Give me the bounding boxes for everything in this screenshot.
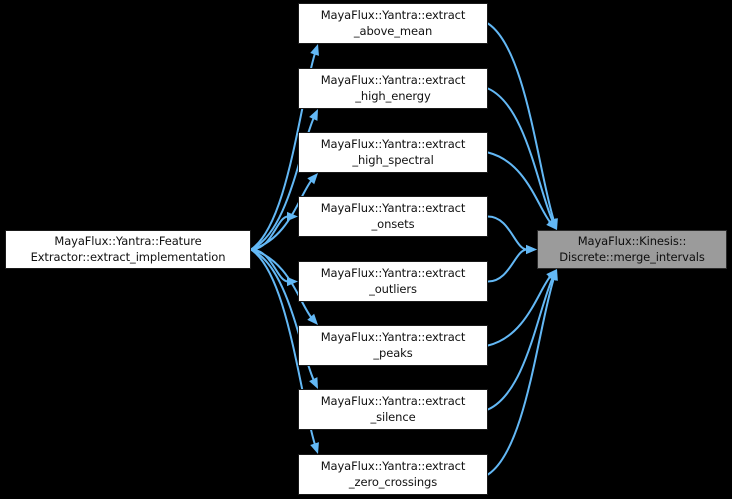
edge-line bbox=[487, 276, 554, 411]
edge-line bbox=[487, 277, 555, 476]
edge-line bbox=[487, 87, 554, 223]
node-merge_intervals[interactable]: MayaFlux::Kinesis:: Discrete::merge_inte… bbox=[537, 230, 727, 269]
node-extract_implementation-label: MayaFlux::Yantra::Feature Extractor::ext… bbox=[30, 234, 226, 264]
edge-arrowhead bbox=[287, 276, 298, 287]
edge-arrowhead bbox=[549, 269, 558, 281]
edge-line bbox=[487, 215, 528, 251]
edge-line bbox=[250, 248, 289, 283]
node-extract_onsets-label: MayaFlux::Yantra::extract _onsets bbox=[320, 201, 466, 231]
node-extract_implementation[interactable]: MayaFlux::Yantra::Feature Extractor::ext… bbox=[5, 230, 251, 269]
edge-line bbox=[487, 248, 528, 283]
node-extract_silence-label: MayaFlux::Yantra::extract _silence bbox=[320, 394, 466, 424]
node-extract_peaks[interactable]: MayaFlux::Yantra::extract _peaks bbox=[298, 325, 488, 366]
node-extract_high_energy-label: MayaFlux::Yantra::extract _high_energy bbox=[320, 73, 466, 103]
node-extract_above_mean-label: MayaFlux::Yantra::extract _above_mean bbox=[320, 8, 466, 38]
edge-line bbox=[487, 275, 552, 347]
edge-line bbox=[487, 151, 552, 224]
node-extract_high_spectral[interactable]: MayaFlux::Yantra::extract _high_spectral bbox=[298, 132, 488, 173]
node-extract_silence[interactable]: MayaFlux::Yantra::extract _silence bbox=[298, 389, 488, 430]
node-extract_zero_crossings-label: MayaFlux::Yantra::extract _zero_crossing… bbox=[320, 459, 466, 489]
edge-line bbox=[250, 215, 289, 251]
node-extract_high_energy[interactable]: MayaFlux::Yantra::extract _high_energy bbox=[298, 68, 488, 109]
edge-arrowhead bbox=[548, 269, 557, 281]
node-extract_peaks-label: MayaFlux::Yantra::extract _peaks bbox=[320, 330, 466, 360]
edge-arrowhead bbox=[310, 44, 319, 56]
node-extract_zero_crossings[interactable]: MayaFlux::Yantra::extract _zero_crossing… bbox=[298, 454, 488, 495]
node-extract_high_spectral-label: MayaFlux::Yantra::extract _high_spectral bbox=[320, 137, 466, 167]
node-extract_above_mean[interactable]: MayaFlux::Yantra::extract _above_mean bbox=[298, 3, 488, 44]
node-merge_intervals-label: MayaFlux::Kinesis:: Discrete::merge_inte… bbox=[559, 234, 705, 264]
edge-arrowhead bbox=[526, 244, 537, 255]
edge-arrowhead bbox=[526, 244, 537, 255]
edge-arrowhead bbox=[287, 211, 298, 222]
node-extract_outliers-label: MayaFlux::Yantra::extract _outliers bbox=[320, 266, 466, 296]
node-extract_outliers[interactable]: MayaFlux::Yantra::extract _outliers bbox=[298, 261, 488, 302]
edge-arrowhead bbox=[309, 109, 318, 121]
node-extract_onsets[interactable]: MayaFlux::Yantra::extract _onsets bbox=[298, 196, 488, 237]
edge-line bbox=[487, 22, 555, 222]
